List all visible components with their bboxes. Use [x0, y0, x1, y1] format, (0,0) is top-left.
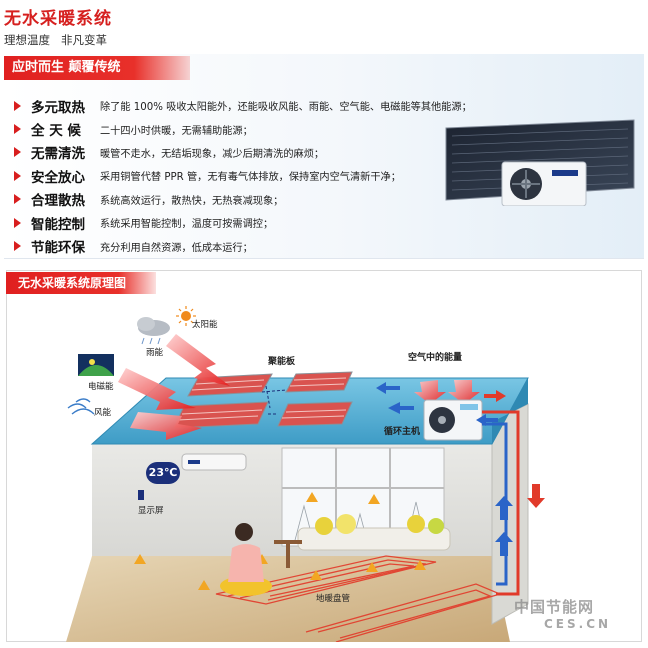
page-subtitle: 理想温度 非凡变革 [4, 33, 107, 47]
heating-system-diagram [66, 306, 545, 642]
sun-icon [176, 306, 196, 326]
feature-desc: 暖管不走水，无结垢现象，减少后期清洗的麻烦； [100, 148, 325, 160]
feature-title: 智能控制 [31, 216, 85, 233]
triangle-bullet-icon [14, 170, 21, 181]
triangle-bullet-icon [14, 124, 21, 135]
diagram-banner: 无水采暖系统原理图 [6, 272, 156, 294]
feature-desc: 系统高效运行，散热快，无热衰减现象； [100, 195, 284, 207]
watermark-cn: 中国节能网 [514, 598, 595, 616]
feature-title: 全 天 候 [31, 123, 81, 140]
triangle-bullet-icon [14, 194, 21, 205]
triangle-bullet-icon [14, 147, 21, 158]
watermark-en: CES.CN [544, 617, 612, 631]
feature-title: 多元取热 [31, 99, 85, 116]
feature-list: 多元取热 除了能 100% 吸收太阳能外，还能吸收风能、雨能、空气能、电磁能等其… [14, 94, 484, 258]
page-title: 无水采暖系统 [4, 9, 112, 29]
triangle-bullet-icon [14, 100, 21, 111]
label-rain: 雨能 [146, 348, 164, 358]
feature-title: 节能环保 [31, 240, 85, 257]
feature-desc: 除了能 100% 吸收太阳能外，还能吸收风能、雨能、空气能、电磁能等其他能源； [100, 102, 472, 114]
triangle-bullet-icon [14, 241, 21, 252]
label-display: 显示屏 [138, 506, 164, 516]
wind-icon [67, 398, 95, 415]
feature-desc: 二十四小时供暖，无需辅助能源； [100, 125, 253, 137]
watermark: 中国节能网 CES.CN [514, 596, 611, 631]
label-collector: 聚能板 [268, 357, 296, 367]
label-wind: 风能 [94, 408, 112, 418]
feature-title: 安全放心 [31, 169, 85, 186]
electromagnetic-icon [78, 354, 114, 376]
rain-cloud-icon [137, 317, 170, 345]
label-solar: 太阳能 [192, 320, 218, 330]
feature-item: 智能控制 系统采用智能控制，温度可按需调控； [14, 211, 484, 234]
feature-title: 无需清洗 [31, 146, 85, 163]
feature-item: 无需清洗 暖管不走水，无结垢现象，减少后期清洗的麻烦； [14, 141, 484, 164]
label-floor-pipe: 地暖盘管 [316, 594, 351, 604]
collector-and-unit-illustration [445, 119, 635, 206]
feature-banner: 应时而生 颠覆传统 [4, 56, 190, 80]
display-icon [138, 490, 144, 500]
label-air-energy: 空气中的能量 [408, 353, 463, 363]
feature-item: 合理散热 系统高效运行，散热快，无热衰减现象； [14, 188, 484, 211]
feature-desc: 系统采用智能控制，温度可按需调控； [100, 219, 274, 231]
feature-item: 节能环保 充分利用自然资源，低成本运行； [14, 234, 484, 257]
feature-desc: 采用铜管代替 PPR 管，无有毒气体排放，保持室内空气清新干净； [100, 172, 401, 184]
feature-desc: 充分利用自然资源，低成本运行； [100, 242, 253, 254]
label-host: 循环主机 [384, 427, 421, 437]
label-electromagnetic: 电磁能 [88, 382, 114, 392]
triangle-bullet-icon [14, 217, 21, 228]
feature-item: 安全放心 采用铜管代替 PPR 管，无有毒气体排放，保持室内空气清新干净； [14, 164, 484, 187]
feature-title: 合理散热 [31, 193, 85, 210]
feature-item: 全 天 候 二十四小时供暖，无需辅助能源； [14, 117, 484, 140]
thermostat-display: 23℃ [146, 462, 180, 484]
feature-item: 多元取热 除了能 100% 吸收太阳能外，还能吸收风能、雨能、空气能、电磁能等其… [14, 94, 484, 117]
